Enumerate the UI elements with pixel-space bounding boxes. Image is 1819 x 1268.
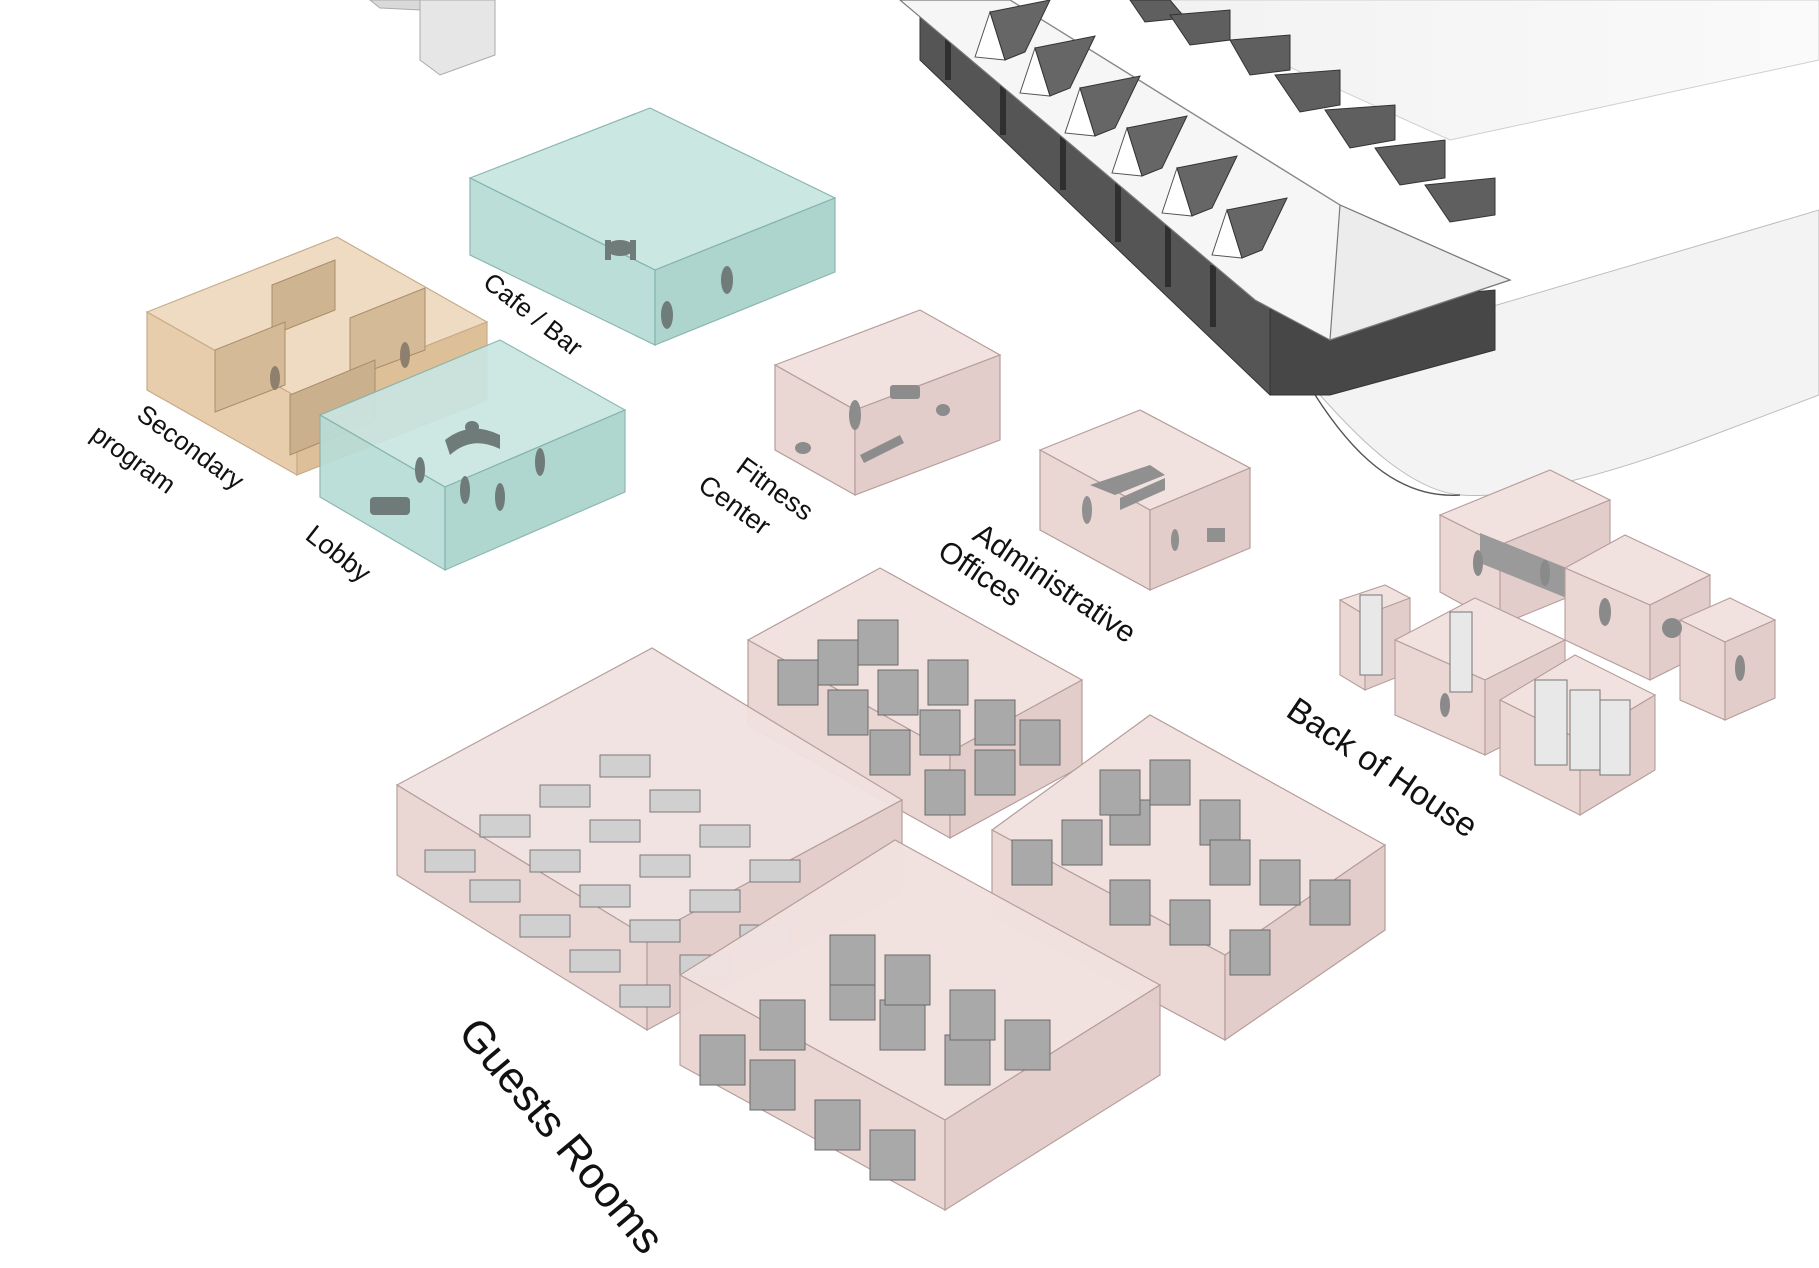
fitness-equipment [795,385,950,463]
rear-dormers [1129,0,1496,223]
ground-plane [1319,209,1819,497]
cafe-furniture [605,240,733,329]
site-boundary-line [1299,369,1461,496]
box-guest-rooms-bunks-upper [746,567,1084,840]
box-cafe-bar [468,107,837,346]
storage-shelves [1359,594,1631,776]
site-context [369,0,1819,497]
front-dormers [974,0,1288,259]
box-guest-rooms-bunks-front [678,839,1162,1212]
lobby-furniture [370,421,545,515]
bunk-beds [1011,759,1351,976]
box-guest-rooms-bunks-right [990,714,1387,1042]
bunk-beds [777,619,1061,816]
existing-building [899,0,1512,396]
office-furniture [1082,465,1225,551]
bunk-beds [699,934,1051,1181]
box-back-of-house [1338,469,1777,816]
box-lobby [318,339,627,572]
box-fitness-center [773,309,1002,497]
context-block [369,0,421,11]
box-administrative-offices [1038,409,1252,592]
context-block [419,0,496,76]
building-roof-hip [1329,204,1512,341]
